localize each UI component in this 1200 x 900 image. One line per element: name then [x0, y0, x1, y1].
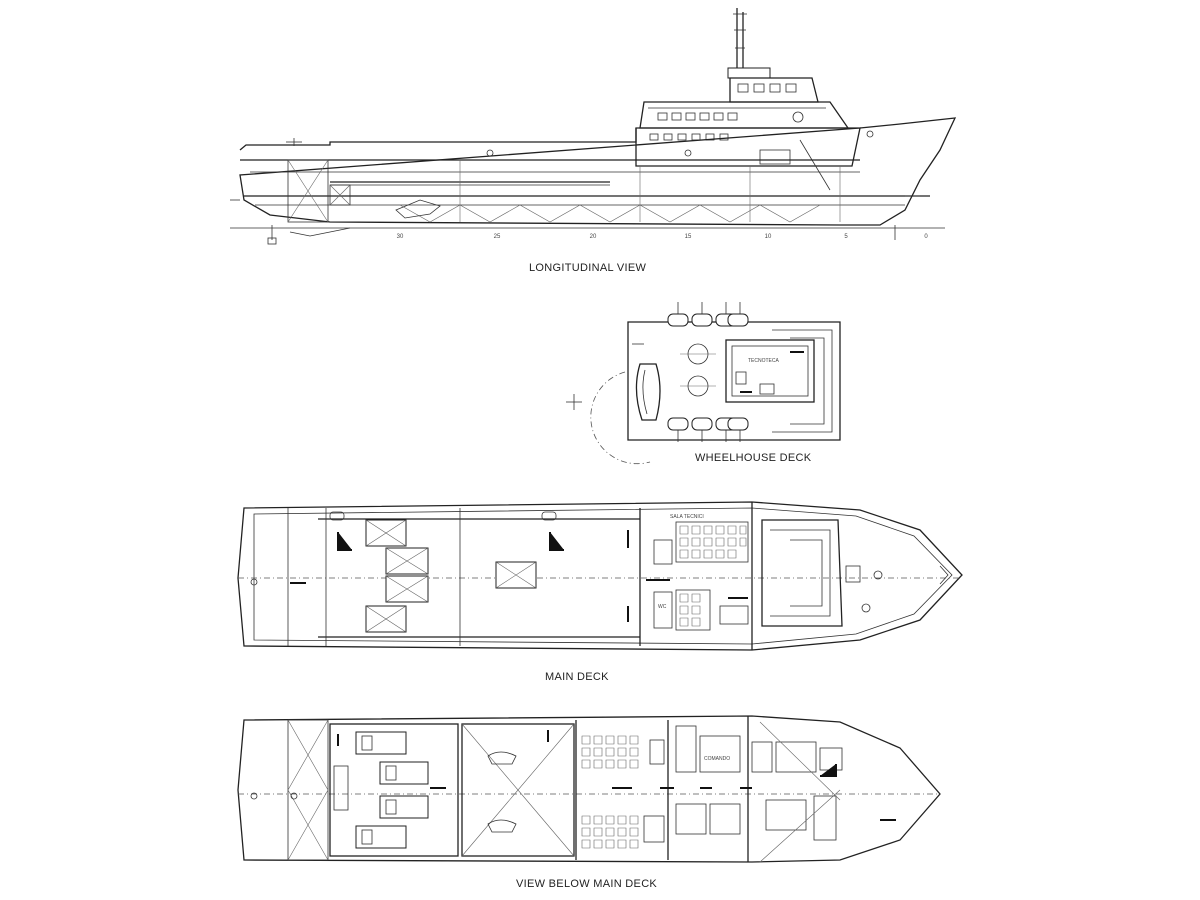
- wheelhouse-superstructure: [635, 77, 861, 191]
- bow-compartments: [751, 721, 896, 863]
- main-deck-plan: SALA TECNICI WC: [237, 501, 963, 651]
- frame-number: 10: [765, 234, 772, 240]
- room-label-tecnoteca: TECNOTECA: [748, 358, 780, 364]
- frame-number: 0: [924, 234, 928, 240]
- cabins-area: SALA TECNICI WC: [627, 514, 749, 631]
- room-label-comando: COMANDO: [704, 756, 730, 762]
- frame-number: 25: [494, 234, 501, 240]
- room-label-wc: WC: [658, 604, 667, 610]
- wheelhouse-deck-plan: TECNOTECA: [566, 302, 841, 465]
- room-label-sala-tecnici: SALA TECNICI: [670, 514, 704, 520]
- longitudinal-view: 30 25 20 15 10 5 0: [230, 8, 957, 245]
- mast: [727, 8, 771, 79]
- frame-number: 30: [397, 234, 404, 240]
- frame-number: 5: [844, 234, 848, 240]
- below-deck-plan: COMANDO: [237, 715, 941, 863]
- caption-longitudinal-view: LONGITUDINAL VIEW: [529, 262, 647, 274]
- life-rafts: [667, 302, 749, 442]
- hull-profile: [230, 117, 957, 245]
- caption-main-deck: MAIN DECK: [545, 671, 609, 683]
- cargo-hatches: [365, 519, 537, 633]
- engines: [333, 731, 517, 849]
- frame-scale: 30 25 20 15 10 5 0: [397, 234, 929, 240]
- frame-number: 20: [590, 234, 597, 240]
- caption-view-below-main-deck: VIEW BELOW MAIN DECK: [516, 878, 658, 890]
- crew-area: COMANDO: [581, 725, 752, 849]
- frame-number: 15: [685, 234, 692, 240]
- caption-wheelhouse-deck: WHEELHOUSE DECK: [695, 452, 812, 464]
